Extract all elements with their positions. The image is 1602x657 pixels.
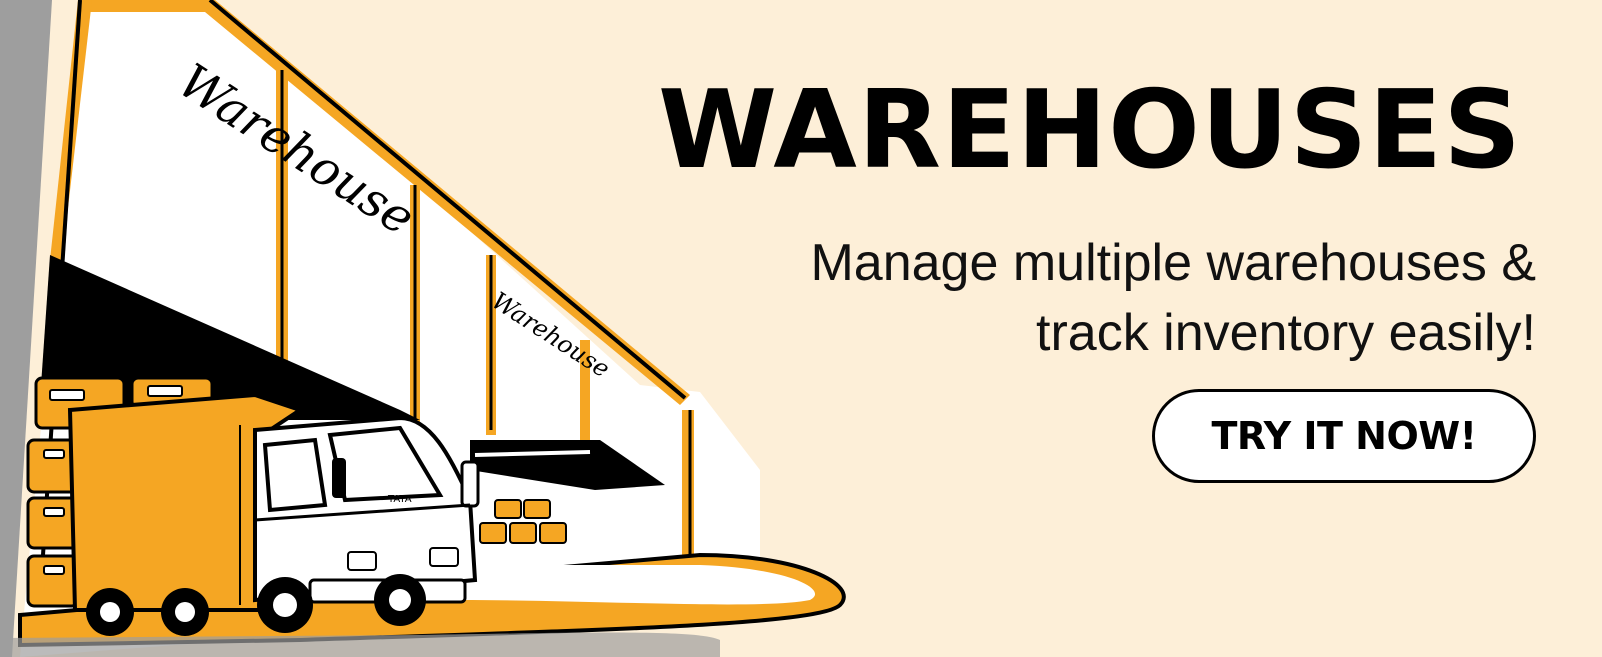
subtitle-line-1: Manage multiple warehouses & <box>810 234 1536 292</box>
left-wall-shade <box>0 0 52 657</box>
truck-side-window <box>262 437 328 513</box>
roof-line <box>208 0 687 400</box>
banner-subtitle: Manage multiple warehouses & track inven… <box>716 228 1536 368</box>
ground-shadow <box>0 632 720 657</box>
try-it-now-button[interactable]: TRY IT NOW! <box>1152 389 1536 483</box>
subtitle-line-2: track inventory easily! <box>1036 304 1536 362</box>
pillar <box>580 340 590 450</box>
warehouse-truck-illustration: Warehouse Warehouse <box>0 0 846 657</box>
truck-badge: TATA <box>387 494 412 505</box>
truck-mirror <box>332 458 346 498</box>
banner-title: WAREHOUSES <box>657 68 1522 193</box>
dock-boxes <box>479 499 567 544</box>
truck-wheels <box>86 574 426 636</box>
